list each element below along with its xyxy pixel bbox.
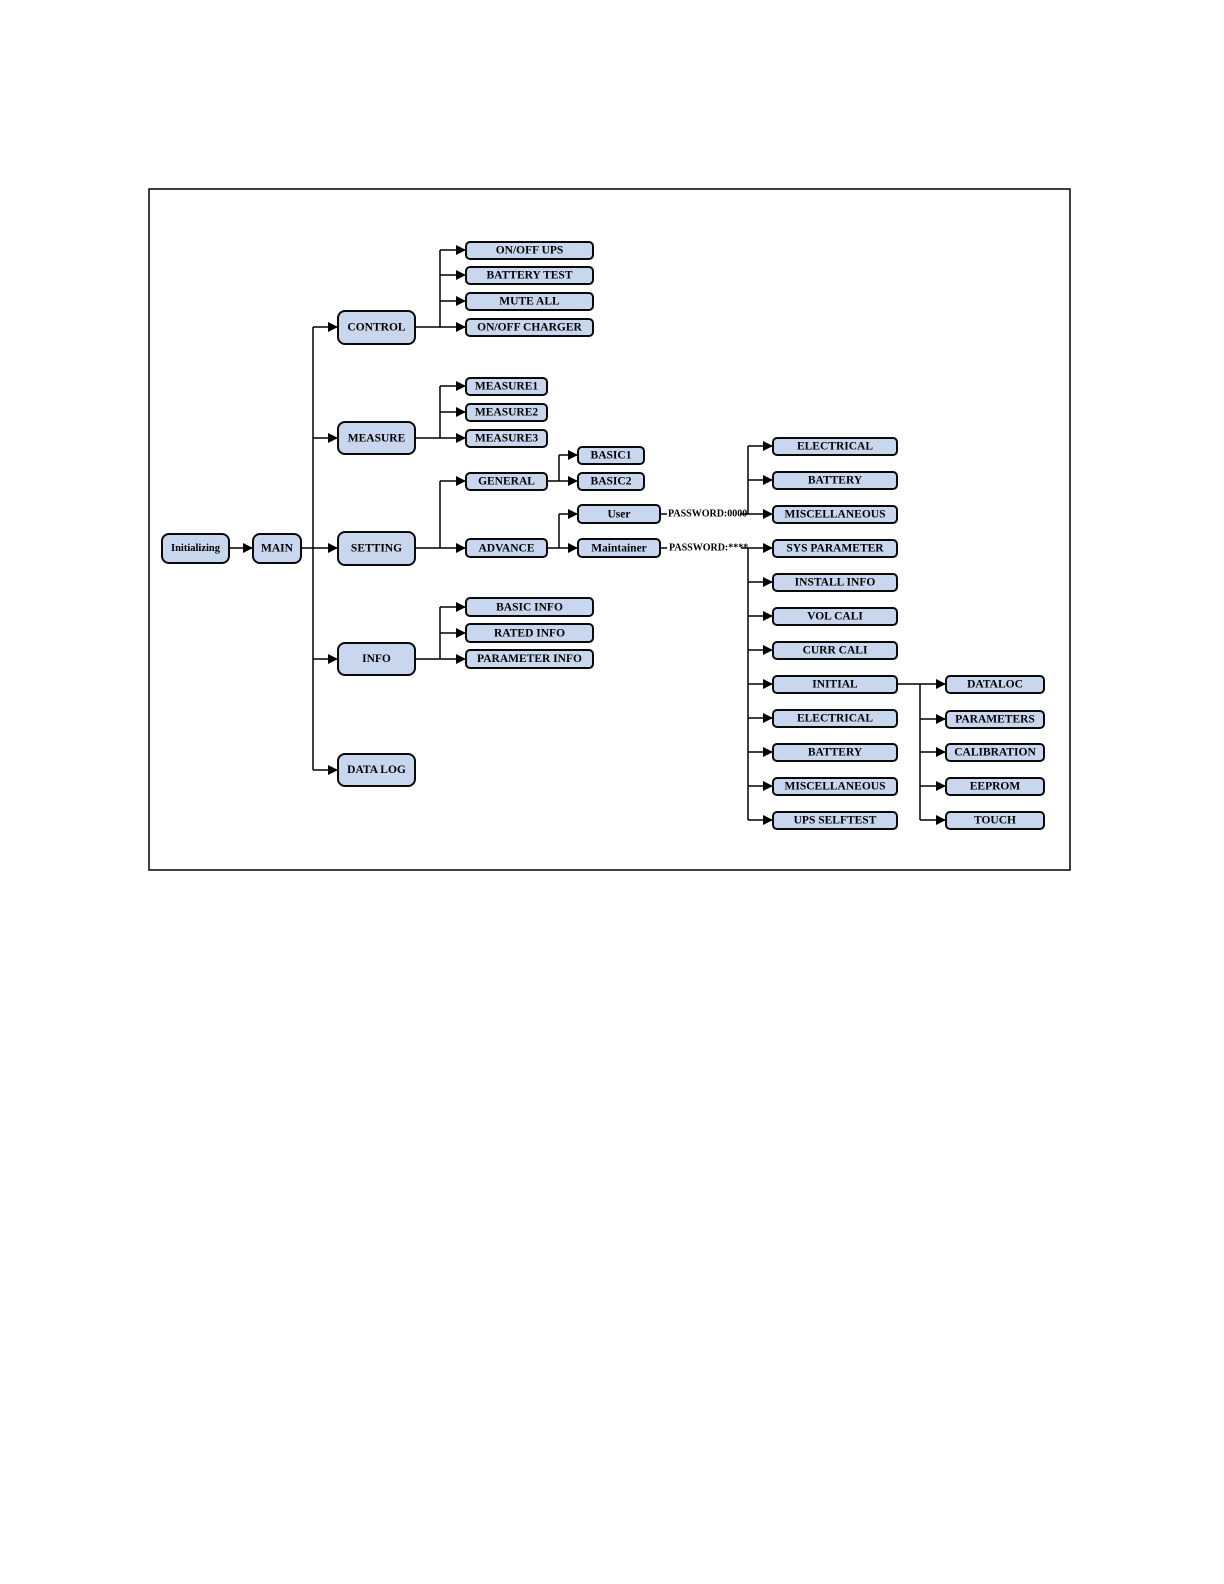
svg-text:ON/OFF UPS: ON/OFF UPS: [496, 245, 564, 257]
node-maint-battery: BATTERY: [772, 743, 898, 762]
svg-text:RATED INFO: RATED INFO: [494, 628, 565, 640]
svg-text:INSTALL INFO: INSTALL INFO: [795, 577, 876, 589]
svg-text:BASIC1: BASIC1: [591, 450, 632, 462]
node-maint-miscellaneous: MISCELLANEOUS: [772, 777, 898, 796]
svg-text:DATALOC: DATALOC: [967, 679, 1023, 691]
node-user-miscellaneous: MISCELLANEOUS: [772, 505, 898, 524]
node-rated-info: RATED INFO: [465, 623, 594, 643]
node-sys-parameter: SYS PARAMETER: [772, 539, 898, 558]
node-basic-info: BASIC INFO: [465, 597, 594, 617]
svg-text:Initializing: Initializing: [171, 543, 221, 554]
svg-text:BASIC INFO: BASIC INFO: [496, 602, 563, 614]
node-mute-all: MUTE ALL: [465, 292, 594, 311]
node-touch: TOUCH: [945, 811, 1045, 830]
svg-text:DATA LOG: DATA LOG: [347, 764, 406, 776]
node-user: User: [577, 504, 661, 524]
svg-text:MAIN: MAIN: [261, 543, 294, 555]
svg-text:BASIC2: BASIC2: [591, 476, 632, 488]
svg-text:MEASURE3: MEASURE3: [475, 433, 539, 445]
svg-text:MEASURE1: MEASURE1: [475, 381, 539, 393]
node-vol-cali: VOL CALI: [772, 607, 898, 626]
svg-text:PARAMETER INFO: PARAMETER INFO: [477, 653, 582, 665]
svg-text:ON/OFF CHARGER: ON/OFF CHARGER: [477, 322, 582, 334]
svg-text:ELECTRICAL: ELECTRICAL: [797, 441, 873, 453]
node-basic2: BASIC2: [577, 472, 645, 491]
node-curr-cali: CURR CALI: [772, 641, 898, 660]
node-user-electrical: ELECTRICAL: [772, 437, 898, 456]
svg-text:VOL CALI: VOL CALI: [807, 611, 863, 623]
node-onoff-charger: ON/OFF CHARGER: [465, 318, 594, 337]
node-initializing: Initializing: [161, 533, 230, 564]
svg-text:PARAMETERS: PARAMETERS: [955, 714, 1035, 726]
node-eeprom: EEPROM: [945, 777, 1045, 796]
node-install-info: INSTALL INFO: [772, 573, 898, 592]
svg-text:CALIBRATION: CALIBRATION: [954, 747, 1036, 759]
svg-text:UPS SELFTEST: UPS SELFTEST: [794, 815, 877, 827]
node-advance: ADVANCE: [465, 538, 548, 558]
diagram-frame: [148, 188, 1071, 871]
svg-text:INFO: INFO: [362, 653, 391, 665]
svg-text:BATTERY: BATTERY: [808, 475, 863, 487]
node-dataloc: DATALOC: [945, 675, 1045, 694]
node-parameter-info: PARAMETER INFO: [465, 649, 594, 669]
svg-text:EEPROM: EEPROM: [970, 781, 1021, 793]
svg-text:BATTERY: BATTERY: [808, 747, 863, 759]
node-measure: MEASURE: [337, 421, 416, 455]
svg-text:MEASURE: MEASURE: [348, 433, 406, 445]
node-onoff-ups: ON/OFF UPS: [465, 241, 594, 260]
node-general: GENERAL: [465, 472, 548, 491]
node-control: CONTROL: [337, 310, 416, 345]
node-measure3: MEASURE3: [465, 429, 548, 448]
svg-text:CURR CALI: CURR CALI: [803, 645, 868, 657]
node-battery-test: BATTERY TEST: [465, 266, 594, 285]
node-main: MAIN: [252, 533, 302, 564]
svg-text:MUTE ALL: MUTE ALL: [499, 296, 560, 308]
node-info: INFO: [337, 642, 416, 676]
connectors: [229, 245, 946, 825]
node-calibration: CALIBRATION: [945, 743, 1045, 762]
svg-text:CONTROL: CONTROL: [347, 322, 405, 334]
node-initial: INITIAL: [772, 675, 898, 694]
node-measure1: MEASURE1: [465, 377, 548, 396]
node-measure2: MEASURE2: [465, 403, 548, 422]
svg-text:BATTERY TEST: BATTERY TEST: [487, 270, 573, 282]
svg-text:Maintainer: Maintainer: [591, 543, 647, 555]
node-data-log: DATA LOG: [337, 753, 416, 787]
node-maintainer: Maintainer: [577, 538, 661, 558]
node-parameters: PARAMETERS: [945, 710, 1045, 729]
node-ups-selftest: UPS SELFTEST: [772, 811, 898, 830]
svg-text:GENERAL: GENERAL: [478, 476, 535, 488]
node-user-battery: BATTERY: [772, 471, 898, 490]
svg-text:MISCELLANEOUS: MISCELLANEOUS: [785, 781, 886, 793]
svg-text:User: User: [608, 509, 631, 521]
user-password-label: PASSWORD:0000: [668, 509, 747, 520]
svg-text:ADVANCE: ADVANCE: [478, 543, 534, 555]
svg-text:INITIAL: INITIAL: [812, 679, 858, 691]
node-maint-electrical: ELECTRICAL: [772, 709, 898, 728]
node-setting: SETTING: [337, 531, 416, 566]
node-basic1: BASIC1: [577, 446, 645, 465]
svg-text:SETTING: SETTING: [351, 543, 402, 555]
svg-text:MEASURE2: MEASURE2: [475, 407, 539, 419]
svg-text:SYS PARAMETER: SYS PARAMETER: [786, 543, 884, 555]
svg-text:ELECTRICAL: ELECTRICAL: [797, 713, 873, 725]
maintainer-password-label: PASSWORD:****: [669, 543, 748, 554]
svg-text:MISCELLANEOUS: MISCELLANEOUS: [785, 509, 886, 521]
svg-text:TOUCH: TOUCH: [974, 815, 1016, 827]
